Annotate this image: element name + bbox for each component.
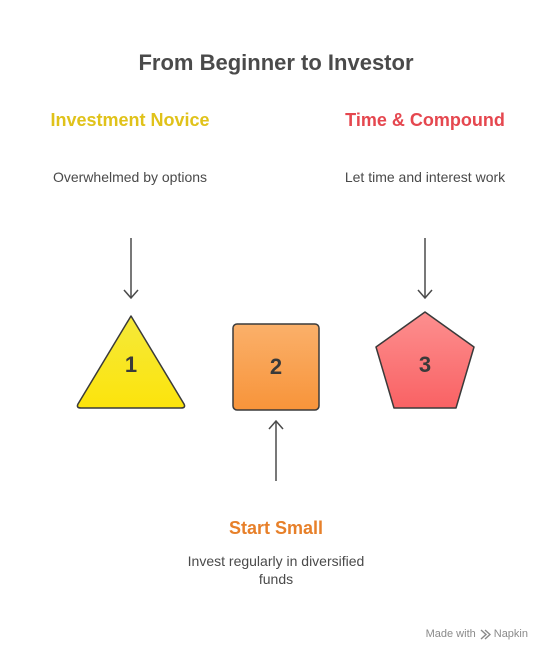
napkin-brand: Napkin: [480, 628, 528, 640]
step-2-title: Start Small: [228, 518, 324, 538]
step-3-description: Let time and interest work: [344, 169, 506, 185]
step-2-description: Invest regularly in diversified funds: [187, 553, 365, 587]
napkin-logo-icon: [480, 628, 491, 640]
footer-attribution: Made with Napkin: [426, 628, 528, 640]
step-3-number: 3: [419, 352, 431, 377]
page-title: From Beginner to Investor: [138, 50, 414, 75]
step-1-number: 1: [125, 352, 137, 377]
step-1-title: Investment Novice: [50, 110, 210, 130]
step-3-pentagon: 3: [375, 311, 475, 409]
arrow-down-step-1: [123, 238, 139, 300]
step-1-triangle: 1: [76, 315, 186, 409]
napkin-brand-label: Napkin: [493, 628, 528, 640]
step-2-number: 2: [270, 354, 282, 379]
made-with-label: Made with: [425, 628, 476, 640]
step-1-description: Overwhelmed by options: [52, 169, 208, 185]
step-3-title: Time & Compound: [345, 110, 505, 130]
arrow-down-step-3: [417, 238, 433, 300]
arrow-up-step-2: [268, 419, 284, 481]
step-2-square: 2: [232, 323, 320, 411]
